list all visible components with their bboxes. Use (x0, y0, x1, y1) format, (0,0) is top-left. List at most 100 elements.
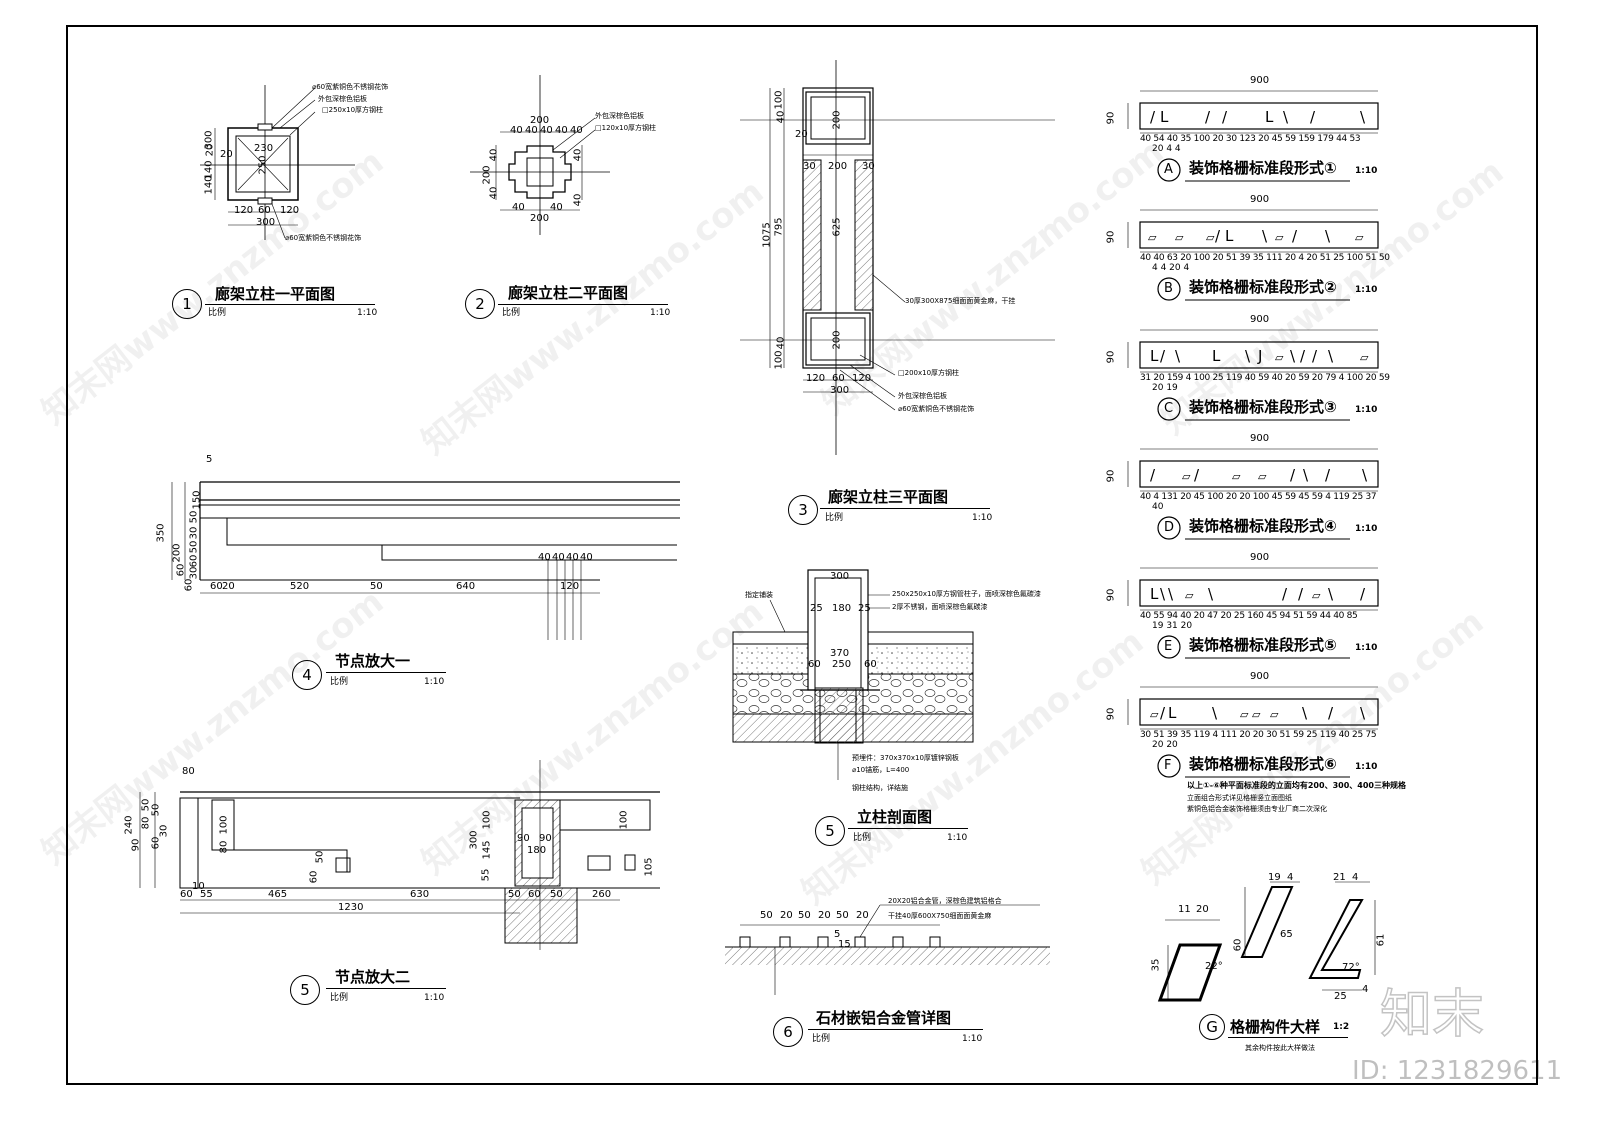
panel-d-dims: 40 4 131 20 45 100 20 20 100 45 59 45 59… (1140, 492, 1377, 502)
view5a-dim: 30 (158, 824, 170, 838)
panel-e-subdims: 19 31 20 (1152, 621, 1193, 631)
panel-e-title: 装饰格栅标准段形式⑤ (1189, 636, 1337, 654)
view5b-dim: 250 (832, 659, 852, 670)
view5b-note-3: 2厚不锈钢，面喷深棕色氟碳漆 (892, 603, 988, 611)
view2-dim-row: 40 (570, 125, 583, 136)
grille-bar: L (1212, 347, 1221, 365)
view1-dim: 140 (203, 175, 215, 195)
panel-c-height: 90 (1105, 350, 1117, 364)
view3-dim: 200 (828, 161, 848, 172)
panel-c-width: 900 (1250, 314, 1270, 325)
grille-bar: \ (1360, 704, 1366, 722)
grille-bar: ▱ (1258, 470, 1267, 483)
panel-d-letter: D (1164, 520, 1175, 535)
view5a-dim: 55 (480, 868, 492, 882)
view1-dim: 230 (254, 143, 274, 154)
view4-dim: 150 (191, 490, 203, 510)
view4-dim: 60 (188, 554, 200, 568)
grille-bar: \ (1290, 347, 1296, 365)
view5a-scale-label: 比例 (330, 993, 349, 1003)
view3-dim: 60 (832, 373, 845, 384)
view5a-dim: 180 (527, 845, 547, 856)
view5a-dim: 60 (528, 889, 541, 900)
view5a-dim: 100 (481, 810, 493, 830)
grille-bar: / (1160, 347, 1166, 365)
grille-bar: \ (1168, 585, 1174, 603)
panel-f-title: 装饰格栅标准段形式⑥ (1189, 755, 1337, 773)
panel-note-1: 以上①-⑥种平面标准段的立面均有200、300、400三种规格 (1187, 781, 1406, 790)
view4-dim: 60 (175, 563, 187, 577)
grille-bar: ▱ (1360, 351, 1369, 364)
view4-drawing (171, 481, 680, 640)
view3-dim: 120 (806, 373, 826, 384)
detail-g-dim: 65 (1280, 929, 1293, 940)
view1-scale: 1:10 (357, 308, 378, 318)
view5a-dim: 80 (218, 840, 230, 854)
grille-bar: \ (1328, 585, 1334, 603)
view4-dim: 40 (552, 552, 565, 563)
grille-bar: ▱ (1275, 231, 1284, 244)
view4-dim: 30 (188, 526, 200, 540)
grille-bar: ▱ (1232, 470, 1241, 483)
panel-f-subdims: 20 20 (1152, 740, 1178, 750)
panel-e-drawing: L\\▱\//▱\/ (1127, 567, 1379, 659)
panel-d-drawing: /▱/▱▱/\/\ (1127, 448, 1379, 540)
view5a-drawing (139, 760, 660, 950)
detail-g-title: 格栅构件大样 (1230, 1018, 1321, 1036)
grille-bar: \ (1160, 585, 1166, 603)
view3-dim: 200 (831, 330, 843, 350)
detail-g-note: 其余构件按此大样做法 (1245, 1044, 1315, 1052)
grille-bar: \ (1262, 227, 1268, 245)
watermark-id: ID: 1231829611 (1352, 1056, 1563, 1086)
view3-note-2: □200x10厚方钢柱 (898, 369, 960, 377)
panel-e-width: 900 (1250, 552, 1270, 563)
view3-scale-label: 比例 (825, 513, 844, 523)
grille-bar: ▱ (1185, 589, 1194, 602)
grille-bar: / (1150, 466, 1156, 484)
view1-note-3: □250x10厚方钢柱 (322, 106, 384, 114)
panel-f-width: 900 (1250, 671, 1270, 682)
grille-bar: / (1310, 108, 1316, 126)
view1-dim: 300 (256, 217, 276, 228)
view5b-dim: 25 (810, 603, 823, 614)
panel-f-drawing: ▱/L\▱▱▱\/\ (1127, 686, 1379, 778)
view6-drawing (725, 904, 1050, 995)
view5a-dim: 630 (410, 889, 430, 900)
grille-bar: / (1290, 466, 1296, 484)
view5a-dim: 10 (192, 881, 205, 892)
view2-scale-label: 比例 (502, 308, 521, 318)
view5b-dim: 60 (808, 659, 821, 670)
view1-note-2: 外包深棕色铝板 (318, 95, 367, 103)
view2-dim-row: 40 (540, 125, 553, 136)
view5a-scale: 1:10 (424, 993, 445, 1003)
panel-e-dims: 40 55 94 40 20 47 20 25 160 45 94 51 59 … (1140, 611, 1358, 621)
view4-dim: 520 (290, 581, 310, 592)
view1-dim: 20 (220, 149, 233, 160)
view2-dim-bottom: 40 (550, 202, 563, 213)
grille-bar: / (1282, 585, 1288, 603)
view6-dim: 20 (818, 910, 831, 921)
view5a-dim: 60 (180, 889, 193, 900)
view3-title: 廊架立柱三平面图 (828, 488, 949, 506)
grille-bar: / (1205, 108, 1211, 126)
view5a-dim: 60 (308, 870, 320, 884)
view4-title: 节点放大一 (335, 652, 411, 670)
view5b-scale-label: 比例 (853, 833, 872, 843)
view3-note-4: ⌀60宽紫铜色不锈钢花饰 (898, 405, 975, 413)
view1-note-1: ⌀60宽紫铜色不锈钢花饰 (312, 83, 389, 91)
view5a-dim: 1230 (338, 902, 364, 913)
view1-drawing (200, 85, 355, 240)
view3-dim: 30 (803, 161, 816, 172)
grille-bar: \ (1303, 466, 1309, 484)
grille-bar: L (1168, 704, 1177, 722)
detail-g-drawing (1157, 881, 1376, 1002)
grille-bar: \ (1360, 108, 1366, 126)
detail-g-dim: 20 (1196, 904, 1209, 915)
view2-dim: 200 (530, 213, 550, 224)
panel-note-3: 紫铜色铝合金装饰格栅须由专业厂商二次深化 (1187, 805, 1327, 813)
grille-bar: ▱ (1355, 231, 1364, 244)
svg-text:知末: 知末 (1380, 985, 1484, 1045)
panel-note-2: 立面组合形式详见格栅竖立面图纸 (1187, 794, 1292, 802)
view5a-dim: 100 (618, 810, 630, 830)
grille-bar: \ (1245, 347, 1251, 365)
